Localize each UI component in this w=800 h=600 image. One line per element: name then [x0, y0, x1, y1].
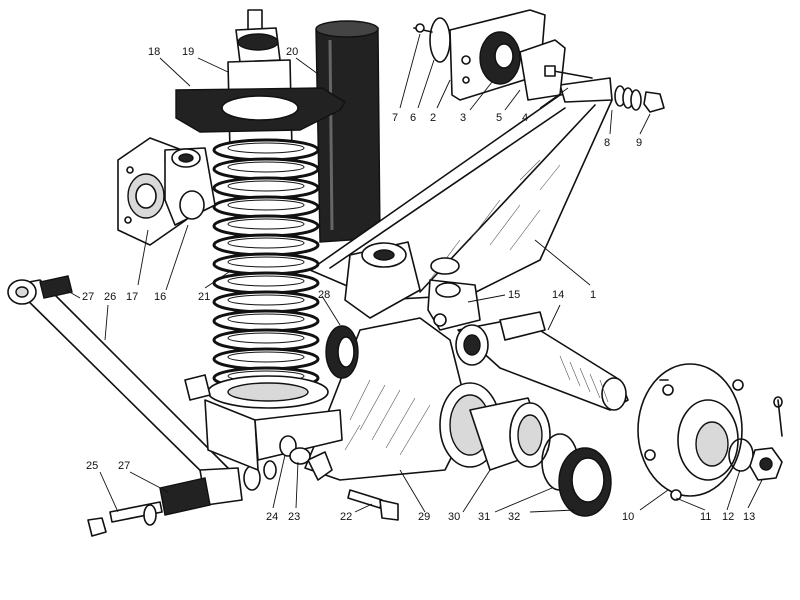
split-pin [773, 396, 783, 437]
coil-turn-inner [227, 142, 305, 154]
universal-joint-part-16 [164, 147, 216, 226]
radius-rod-part-26 [7, 275, 277, 537]
callout-10: 10 [622, 511, 634, 523]
bearing-part-30 [469, 397, 551, 471]
callout-27-top: 27 [82, 291, 94, 303]
spring-damper-unit-part-21 [175, 9, 346, 153]
coil-spring [212, 138, 320, 390]
coil-turn-inner [227, 237, 305, 249]
callout-30: 30 [448, 511, 460, 523]
hub-carrier-part-29 [304, 317, 501, 481]
coil-turn-inner [227, 161, 305, 173]
callout-25: 25 [86, 460, 98, 472]
coil-turn-inner [227, 332, 305, 344]
callout-13: 13 [743, 511, 755, 523]
callout-6: 6 [410, 112, 416, 124]
callout-32: 32 [508, 511, 520, 523]
callout-17: 17 [126, 291, 138, 303]
callout-5: 5 [496, 112, 502, 124]
bump-sleeve-part-20 [315, 20, 381, 243]
leader-lines [65, 33, 763, 513]
upper-joint-part-15 [427, 279, 481, 331]
callout-23: 23 [288, 511, 300, 523]
callout-21: 21 [198, 291, 210, 303]
callout-16: 16 [154, 291, 166, 303]
upper-mount-bracket-assembly [413, 9, 593, 101]
callout-31: 31 [478, 511, 490, 523]
callout-labels: 1 2 3 4 5 6 7 8 9 10 11 12 13 14 15 16 1… [82, 46, 755, 523]
wheel-hub-part-10 [637, 363, 744, 501]
callout-2: 2 [430, 112, 436, 124]
callout-29: 29 [418, 511, 430, 523]
callout-8: 8 [604, 137, 610, 149]
callout-26: 26 [104, 291, 116, 303]
coil-turn-inner [227, 180, 305, 192]
callout-18: 18 [148, 46, 160, 58]
drive-shaft-part-14 [455, 311, 629, 411]
bolt-part-22 [347, 489, 399, 521]
coil-turn-inner [227, 294, 305, 306]
callout-20: 20 [286, 46, 298, 58]
callout-1: 1 [590, 289, 596, 301]
coil-turn-inner [227, 351, 305, 363]
callout-4: 4 [522, 112, 528, 124]
callout-7: 7 [392, 112, 398, 124]
coil-turn-inner [227, 313, 305, 325]
castle-nut-part-13 [749, 447, 783, 481]
callout-24: 24 [266, 511, 278, 523]
coil-turn-inner [227, 199, 305, 211]
callout-27-bottom: 27 [118, 460, 130, 472]
callout-3: 3 [460, 112, 466, 124]
pivot-bolt-part-23 [279, 435, 311, 465]
spring-lower-seat [207, 375, 329, 409]
callout-12: 12 [722, 511, 734, 523]
coil-turn-inner [227, 218, 305, 230]
cap-part-32 [558, 447, 612, 517]
callout-9: 9 [636, 137, 642, 149]
coil-turn-inner [227, 256, 305, 268]
callout-15: 15 [508, 289, 520, 301]
callout-19: 19 [182, 46, 194, 58]
coil-turn-inner [227, 275, 305, 287]
swivel-housing-part-28 [344, 241, 460, 319]
callout-14: 14 [552, 289, 564, 301]
lower-bracket-base [184, 374, 343, 471]
callout-22: 22 [340, 511, 352, 523]
arm-end-washers-8-9 [614, 85, 665, 113]
callout-11: 11 [700, 511, 711, 523]
callout-28: 28 [318, 289, 330, 301]
